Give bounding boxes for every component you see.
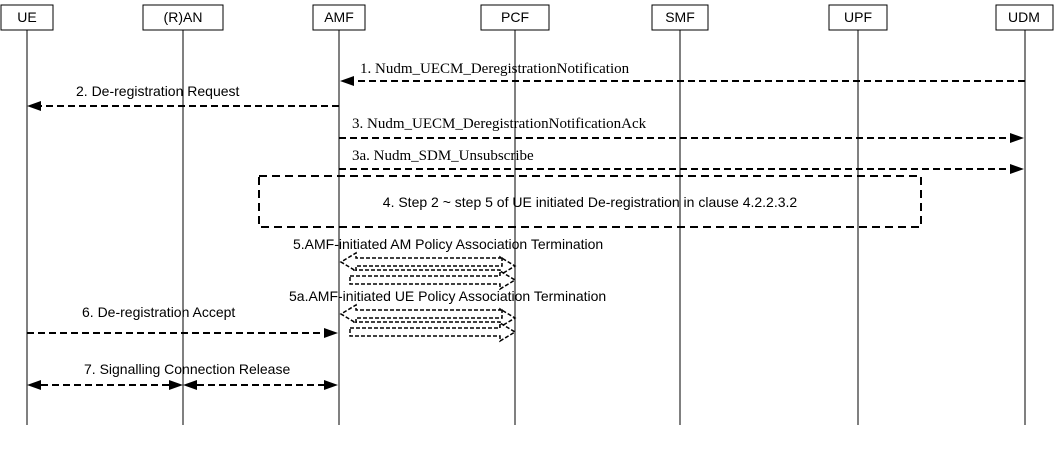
actor-label-pcf: PCF <box>501 9 529 25</box>
actor-label-ue: UE <box>17 9 36 25</box>
message-7: 7. Signalling Connection Release <box>27 361 338 390</box>
message-label-5a: 5a.AMF-initiated UE Policy Association T… <box>289 288 606 304</box>
actor-label-amf: AMF <box>324 9 354 25</box>
message-label-6: 6. De-registration Accept <box>82 304 235 320</box>
message-3: 3. Nudm_UECM_DeregistrationNotificationA… <box>339 116 1024 143</box>
actor-pcf: PCF <box>480 4 550 31</box>
arrowhead-left <box>340 76 354 86</box>
arrowhead-right <box>324 380 338 390</box>
arrowhead-right <box>1010 133 1024 143</box>
step-4-box: 4. Step 2 ~ step 5 of UE initiated De-re… <box>258 175 922 228</box>
actor-label-smf: SMF <box>665 9 695 25</box>
message-label-7: 7. Signalling Connection Release <box>84 361 290 377</box>
open-arrow-left <box>339 251 503 273</box>
arrowhead-right <box>1010 164 1024 174</box>
actor-upf: UPF <box>828 4 888 31</box>
open-arrow-right <box>349 269 517 291</box>
message-label-3a: 3a. Nudm_SDM_Unsubscribe <box>352 148 534 164</box>
actor-ue: UE <box>0 4 54 31</box>
arrowhead-right <box>324 328 338 338</box>
message-label-2: 2. De-registration Request <box>76 83 240 99</box>
open-arrow-right <box>349 321 517 343</box>
arrowhead-right <box>169 380 183 390</box>
actor-label-udm: UDM <box>1008 9 1040 25</box>
actor-amf: AMF <box>312 4 366 31</box>
message-1: 1. Nudm_UECM_DeregistrationNotification <box>340 61 1025 86</box>
arrowhead-left <box>27 101 41 111</box>
step-4-label: 4. Step 2 ~ step 5 of UE initiated De-re… <box>383 194 798 210</box>
message-label-3: 3. Nudm_UECM_DeregistrationNotificationA… <box>352 116 647 132</box>
actor-smf: SMF <box>651 4 709 31</box>
actor-ran: (R)AN <box>142 4 224 31</box>
actor-label-ran: (R)AN <box>164 9 203 25</box>
arrowhead-left <box>27 380 41 390</box>
message-5a: 5a.AMF-initiated UE Policy Association T… <box>289 288 606 343</box>
message-label-5: 5.AMF-initiated AM Policy Association Te… <box>293 236 603 252</box>
message-2: 2. De-registration Request <box>27 83 339 111</box>
message-label-1: 1. Nudm_UECM_DeregistrationNotification <box>360 61 630 77</box>
actor-label-upf: UPF <box>844 9 872 25</box>
actor-udm: UDM <box>995 4 1054 31</box>
message-6: 6. De-registration Accept <box>27 304 338 338</box>
message-5: 5.AMF-initiated AM Policy Association Te… <box>293 236 603 291</box>
message-3a: 3a. Nudm_SDM_Unsubscribe <box>339 148 1024 174</box>
open-arrow-left <box>339 303 503 325</box>
arrowhead-left <box>183 380 197 390</box>
